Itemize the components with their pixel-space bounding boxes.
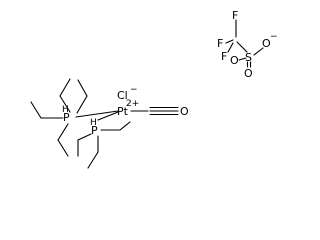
hydrogen-label-1: H bbox=[62, 105, 69, 115]
carbonyl-bonds bbox=[130, 106, 179, 116]
bond-p1-ethyl-c2 bbox=[57, 139, 69, 157]
bond-s-o-right-1 bbox=[253, 47, 264, 56]
oxygen-charge-label: − bbox=[270, 32, 278, 42]
bond-p1-ethyl-a2 bbox=[59, 78, 71, 97]
phosphorus-label-1: P bbox=[63, 111, 70, 124]
bond-p1-ethyl-a1 bbox=[59, 95, 71, 113]
platinum-label: Pt bbox=[117, 105, 129, 118]
bond-upper-chain-2 bbox=[77, 79, 88, 97]
fluorine-label-1: F bbox=[232, 9, 238, 22]
bond-p2-ethyl-c2 bbox=[87, 151, 99, 169]
bond-p2-ethyl-a2 bbox=[119, 121, 131, 131]
bond-p2-ethyl-b1 bbox=[77, 133, 92, 141]
bond-p2-pt bbox=[97, 111, 119, 121]
phosphorus-label-2: P bbox=[91, 124, 98, 137]
bond-s-o-left bbox=[238, 57, 247, 61]
bond-cf-left bbox=[225, 39, 234, 44]
bond-c-s bbox=[236, 41, 248, 53]
triflate-bonds bbox=[225, 19, 264, 68]
bond-p1-pt bbox=[75, 110, 119, 118]
oxygen-label-down: O bbox=[244, 67, 253, 80]
oxygen-label-right: O bbox=[262, 37, 271, 50]
chemical-structure-diagram: H P H P Pt 2+ Cl − O F F F S O − O O bbox=[30, 9, 278, 169]
phosphine-1-bonds bbox=[30, 78, 119, 157]
sulfur-label: S bbox=[245, 51, 252, 64]
bond-p1-ethyl-b2 bbox=[30, 101, 42, 119]
platinum-charge-label: 2+ bbox=[126, 99, 139, 109]
bond-upper-chain-1 bbox=[76, 95, 88, 114]
fluorine-label-2: F bbox=[217, 37, 223, 50]
bond-cf-lower bbox=[227, 42, 234, 53]
molecule-canvas: H P H P Pt 2+ Cl − O F F F S O − O O bbox=[30, 9, 278, 169]
hydrogen-label-2: H bbox=[90, 118, 97, 128]
carbonyl-oxygen-label: O bbox=[180, 105, 189, 118]
fluorine-label-3: F bbox=[221, 50, 227, 63]
oxygen-label-left: O bbox=[230, 54, 239, 67]
atom-labels: H P H P Pt 2+ Cl − O F F F S O − O O bbox=[62, 9, 278, 137]
chloride-label: Cl bbox=[117, 89, 128, 102]
chloride-charge-label: − bbox=[130, 85, 138, 95]
bond-p1-ethyl-c1 bbox=[57, 123, 69, 141]
phosphine-2-bonds bbox=[76, 79, 131, 169]
